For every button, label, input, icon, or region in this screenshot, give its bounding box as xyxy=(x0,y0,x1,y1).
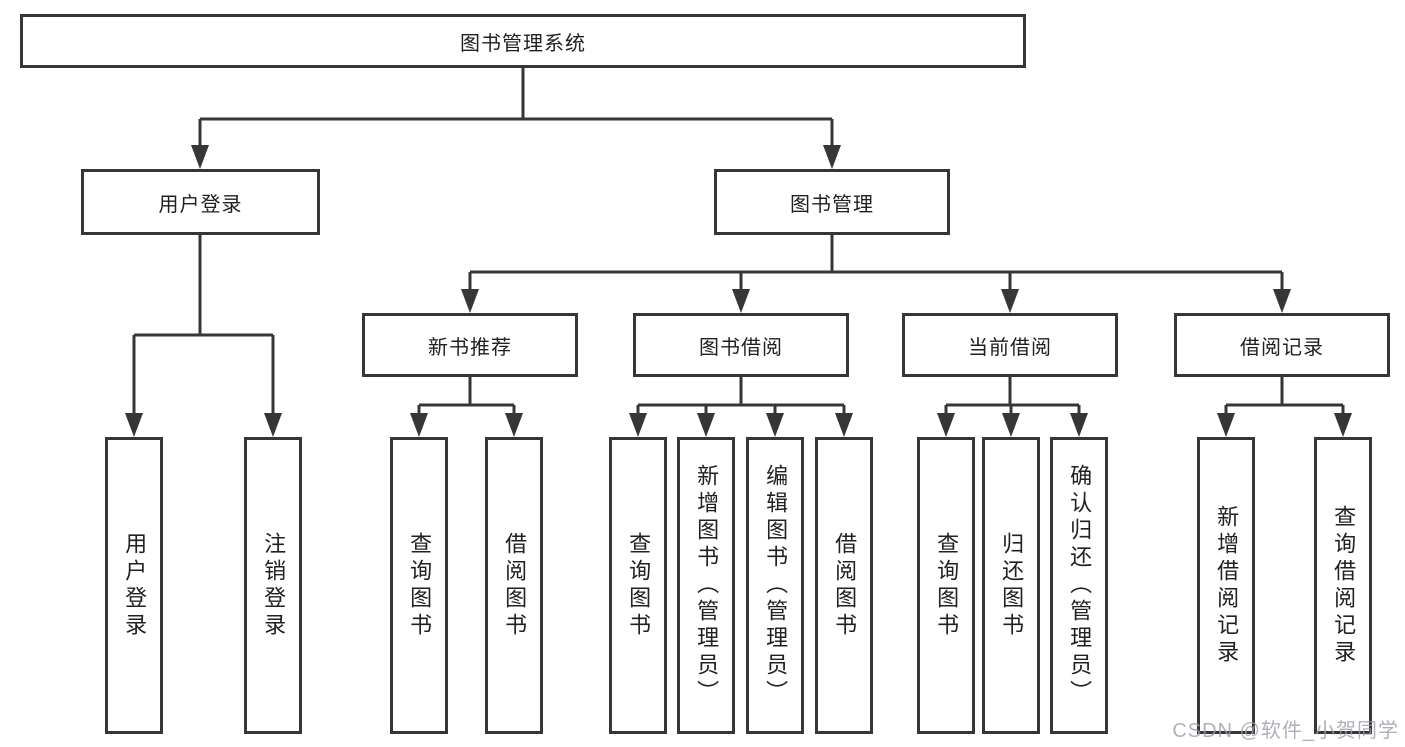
node-book-borrowing: 图书借阅 xyxy=(633,313,849,377)
leaf-confirm-return-admin: 确认归还（管理员） xyxy=(1050,437,1108,734)
leaf-query-books-recommend: 查询图书 xyxy=(390,437,448,734)
leaf-return-books: 归还图书 xyxy=(982,437,1040,734)
node-library-management-system: 图书管理系统 xyxy=(20,14,1026,68)
leaf-add-book-admin: 新增图书（管理员） xyxy=(677,437,735,734)
leaf-borrow-books: 借阅图书 xyxy=(815,437,873,734)
leaf-edit-book-admin: 编辑图书（管理员） xyxy=(746,437,804,734)
leaf-borrow-books-recommend: 借阅图书 xyxy=(485,437,543,734)
leaf-add-borrow-record: 新增借阅记录 xyxy=(1197,437,1255,734)
leaf-query-borrow-record: 查询借阅记录 xyxy=(1314,437,1372,734)
leaf-query-books-borrowing: 查询图书 xyxy=(609,437,667,734)
node-current-borrowing: 当前借阅 xyxy=(902,313,1118,377)
leaf-query-books-current: 查询图书 xyxy=(917,437,975,734)
node-user-login: 用户登录 xyxy=(81,169,320,235)
node-borrowing-records: 借阅记录 xyxy=(1174,313,1390,377)
leaf-user-login: 用户登录 xyxy=(105,437,163,734)
leaf-logout: 注销登录 xyxy=(244,437,302,734)
csdn-watermark: CSDN @软件_小贺同学 xyxy=(1172,720,1399,742)
node-book-management: 图书管理 xyxy=(714,169,950,235)
node-new-book-recommendation: 新书推荐 xyxy=(362,313,578,377)
